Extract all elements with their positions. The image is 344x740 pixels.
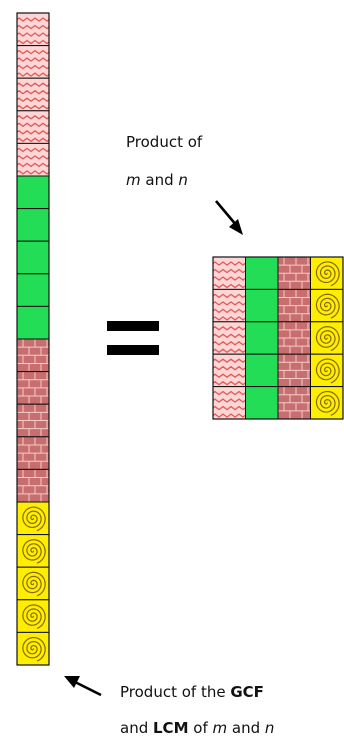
var-m: m	[212, 719, 228, 737]
right-tile-grid	[212, 256, 344, 420]
zigzag-tile	[212, 353, 246, 388]
brick-tile	[277, 288, 311, 323]
arrow-to-column-icon	[64, 676, 102, 697]
green-tile	[16, 240, 50, 275]
brick-tile	[277, 353, 311, 388]
green-tile	[16, 208, 50, 242]
brick-tile	[16, 338, 50, 373]
spiral-tile	[16, 599, 50, 633]
of-text: of	[188, 719, 213, 737]
right-grid-border	[212, 256, 344, 420]
gcf-label-line2: and LCM of m and n	[120, 718, 274, 738]
and-text: and	[140, 171, 179, 189]
green-tile	[245, 288, 279, 323]
spiral-tile	[310, 256, 344, 290]
var-m: m	[126, 171, 141, 189]
gcf-lcm-label: Product of the GCF and LCM of m and n	[120, 682, 274, 738]
var-n: n	[264, 719, 275, 737]
brick-tile	[16, 371, 50, 405]
left-tile-column	[16, 12, 50, 666]
brick-tile	[277, 321, 311, 355]
equals-sign	[107, 321, 159, 355]
green-tile	[16, 175, 50, 210]
var-n: n	[178, 171, 188, 189]
spiral-tile	[16, 631, 50, 666]
gcf-term: GCF	[230, 683, 264, 701]
brick-tile	[16, 403, 50, 438]
product-label-line1: Product of	[126, 133, 203, 151]
green-tile	[245, 256, 279, 290]
spiral-tile	[16, 501, 50, 536]
spiral-tile	[16, 566, 50, 601]
product-label-line2: m and n	[126, 170, 202, 190]
zigzag-tile	[16, 110, 50, 144]
and-prefix: and	[120, 719, 153, 737]
zigzag-tile	[212, 386, 246, 420]
zigzag-tile	[16, 77, 50, 112]
brick-tile	[277, 386, 311, 420]
brick-tile	[16, 468, 50, 503]
green-tile	[245, 353, 279, 388]
and-text: and	[227, 719, 265, 737]
zigzag-tile	[212, 321, 246, 355]
spiral-tile	[310, 353, 344, 388]
brick-tile	[277, 256, 311, 290]
spiral-tile	[310, 288, 344, 323]
equals-bar-top	[107, 321, 159, 331]
spiral-tile	[310, 321, 344, 355]
spiral-tile	[16, 534, 50, 568]
green-tile	[16, 273, 50, 307]
lcm-term: LCM	[153, 719, 189, 737]
arrow-to-grid-icon	[215, 200, 243, 235]
gcf-label-line1: Product of the GCF	[120, 683, 264, 701]
equals-bar-bottom	[107, 345, 159, 355]
zigzag-tile	[212, 256, 246, 290]
green-tile	[245, 321, 279, 355]
spiral-tile	[310, 386, 344, 420]
brick-tile	[16, 436, 50, 470]
gcf-prefix: Product of the	[120, 683, 231, 701]
green-tile	[245, 386, 279, 420]
zigzag-tile	[16, 12, 50, 47]
green-tile	[16, 305, 50, 340]
product-of-m-and-n-label: Product of m and n	[126, 132, 202, 190]
left-column-border	[16, 12, 50, 666]
